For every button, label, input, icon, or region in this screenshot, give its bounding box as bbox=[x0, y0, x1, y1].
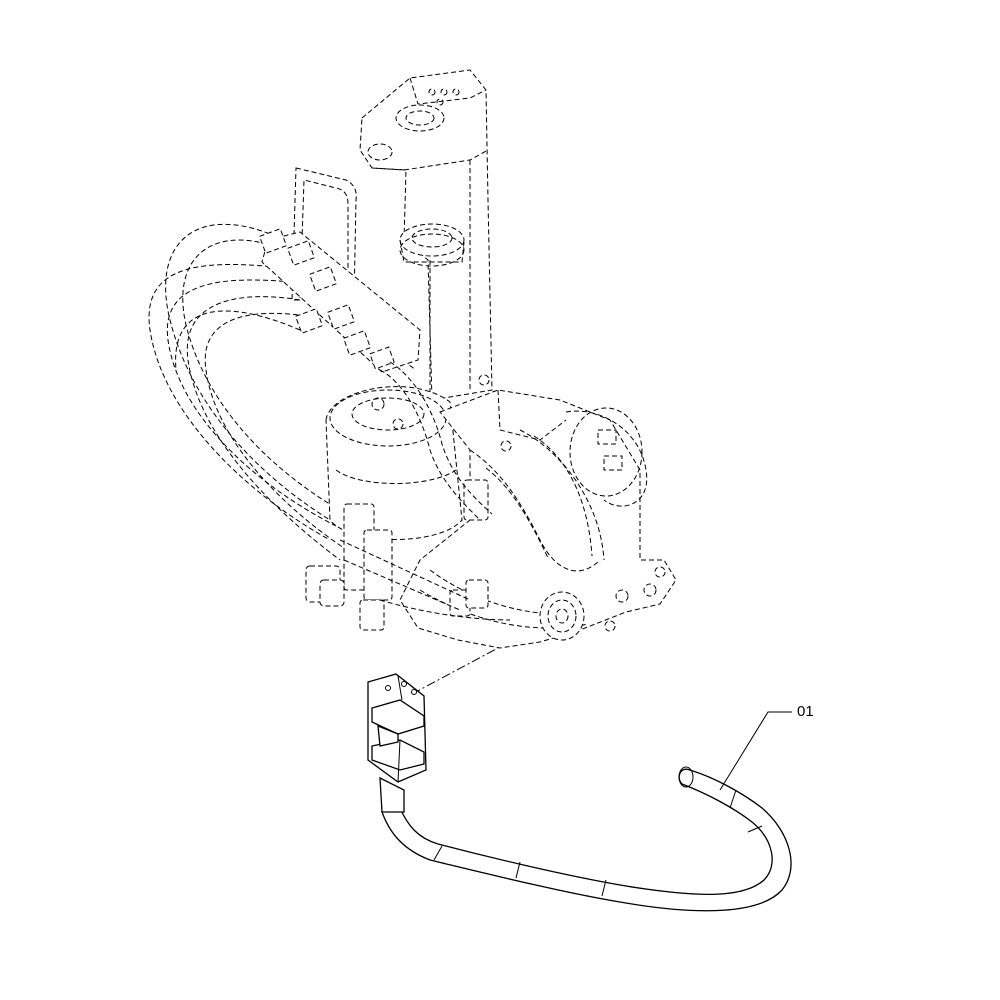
feed-hose-2 bbox=[389, 361, 493, 515]
assembly-leader-line bbox=[411, 647, 499, 695]
lower-clamps bbox=[305, 479, 511, 631]
bracket-frame bbox=[291, 167, 357, 303]
drive-sprocket bbox=[539, 591, 616, 641]
callout-label-01: 01 bbox=[797, 703, 814, 720]
handle-bracket bbox=[367, 673, 427, 813]
tube-end-cap bbox=[678, 766, 694, 788]
handle-tube bbox=[381, 768, 792, 912]
part-01-handle bbox=[367, 673, 792, 912]
ghost-assembly bbox=[148, 69, 677, 649]
valve-block bbox=[258, 228, 421, 373]
callout-leader bbox=[719, 711, 792, 791]
bearing-ring bbox=[399, 223, 465, 267]
feed-hose bbox=[379, 369, 481, 521]
